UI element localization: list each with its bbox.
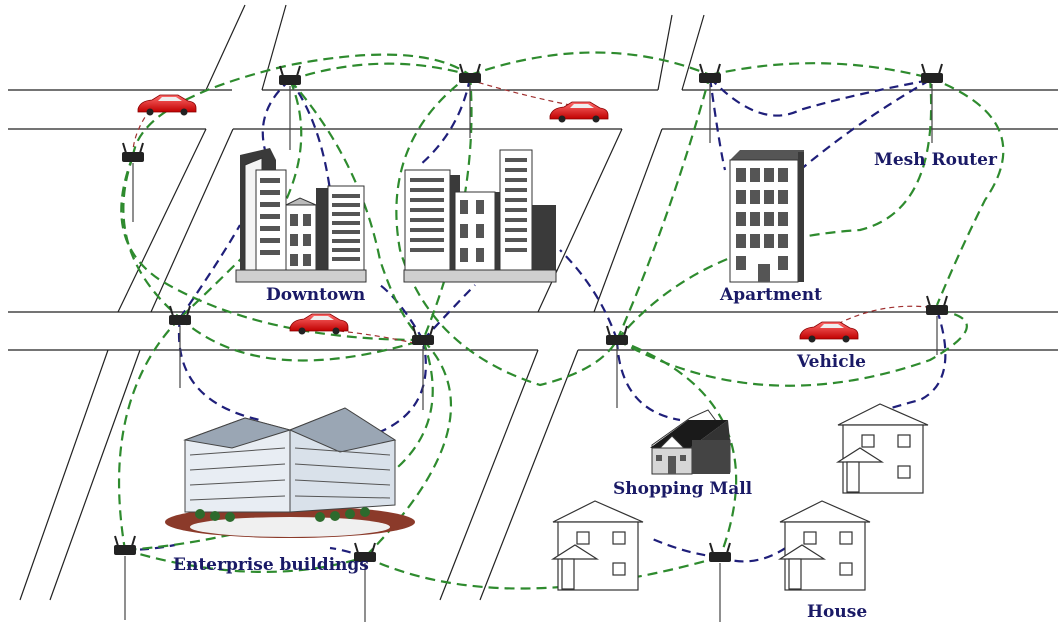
car-icon: [799, 321, 859, 343]
mesh-links: [117, 51, 1005, 590]
enterprise-buildings-label: Enterprise buildings: [173, 555, 369, 575]
mesh-router-icon: [926, 295, 948, 355]
shopping-mall-icon: [650, 409, 731, 475]
mesh-router-icon: [921, 63, 943, 143]
mesh-router-label: Mesh Router: [874, 150, 997, 170]
mesh-router-icon: [412, 325, 434, 410]
mesh-router-icon: [114, 535, 136, 620]
house-icon: [777, 500, 871, 591]
road-grid: [8, 4, 1058, 601]
mesh-router-icon: [279, 65, 301, 150]
house-icon: [550, 500, 644, 591]
downtown-label: Downtown: [266, 285, 366, 305]
house-label: House: [807, 602, 868, 622]
mesh-router-icon: [169, 305, 191, 388]
car-icon: [137, 94, 197, 116]
mesh-router-icon: [354, 542, 376, 622]
shopping-mall-label: Shopping Mall: [613, 479, 753, 499]
vehicle-label: Vehicle: [797, 352, 866, 372]
mesh-router-icon: [699, 63, 721, 143]
mesh-router-icon: [122, 142, 144, 222]
office-tower-icon: [235, 148, 367, 283]
enterprise-building-icon: [165, 407, 415, 538]
apartment-building-icon: [729, 150, 804, 283]
office-tower-icon: [403, 149, 557, 283]
mesh-router-icon: [459, 63, 481, 138]
car-icon: [549, 101, 609, 123]
car-icon: [289, 313, 349, 335]
mesh-router-icon: [606, 325, 628, 408]
apartment-label: Apartment: [720, 285, 822, 305]
mesh-router-icon: [709, 542, 731, 622]
house-icon: [835, 403, 929, 494]
